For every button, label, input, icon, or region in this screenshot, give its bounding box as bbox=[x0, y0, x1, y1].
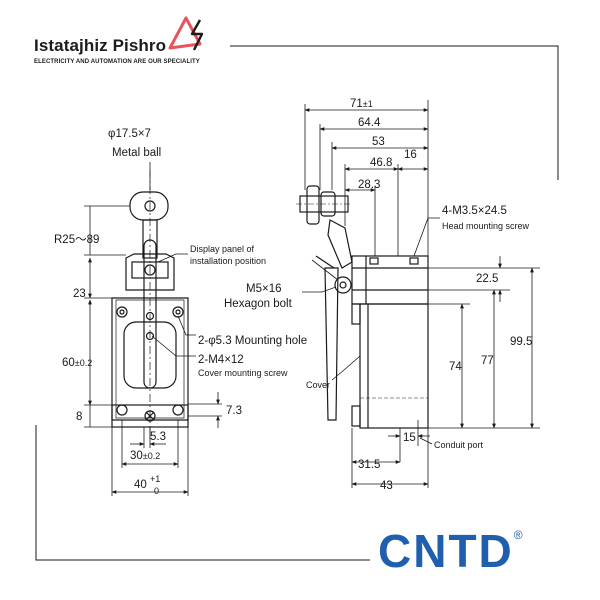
head-screw-sublabel: Head mounting screw bbox=[442, 221, 530, 231]
metal-ball-label: Metal ball bbox=[112, 147, 161, 159]
display-panel-label-2: installation position bbox=[190, 256, 266, 266]
head-screw-label: 4-M3.5×24.5 bbox=[442, 205, 507, 217]
front-view bbox=[111, 170, 189, 440]
cover-label: Cover bbox=[306, 380, 330, 390]
side-dimensions bbox=[302, 100, 540, 488]
hex-bolt-label-1: M5×16 bbox=[246, 283, 281, 295]
brand-name: Istatajhiz Pishro bbox=[34, 36, 167, 55]
manufacturer-name: CNTD bbox=[378, 525, 514, 577]
dim-15: 15 bbox=[403, 432, 416, 444]
dim-40: 40 bbox=[134, 479, 147, 491]
dim-23: 23 bbox=[73, 288, 86, 300]
dim-60-tol: ±0.2 bbox=[75, 358, 92, 368]
registered-mark: ® bbox=[513, 528, 523, 542]
dim-46-8: 46.8 bbox=[370, 157, 392, 169]
front-dimensions bbox=[84, 162, 222, 496]
dim-40-tol-upper: +1 bbox=[150, 474, 160, 484]
metal-ball-roller bbox=[129, 191, 169, 221]
dim-22-5: 22.5 bbox=[476, 273, 498, 285]
dim-28-3: 28.3 bbox=[358, 179, 380, 191]
brand-tagline: ELECTRICITY AND AUTOMATION ARE OUR SPECI… bbox=[34, 59, 200, 65]
hex-bolt-label-2: Hexagon bolt bbox=[224, 298, 293, 310]
dim-53: 53 bbox=[372, 136, 385, 148]
dim-8: 8 bbox=[76, 411, 82, 423]
ball-spec-label: φ17.5×7 bbox=[108, 128, 151, 140]
dim-60: 60±0.2 bbox=[62, 357, 92, 369]
dim-71: 71±1 bbox=[350, 98, 373, 110]
brand-logo-icon bbox=[168, 16, 204, 51]
dim-40-tol-lower: 0 bbox=[154, 486, 159, 496]
side-view bbox=[296, 185, 429, 429]
dim-74: 74 bbox=[449, 361, 462, 373]
dim-99-5: 99.5 bbox=[510, 336, 532, 348]
dim-5-3: 5.3 bbox=[150, 431, 166, 443]
cover-screw-sublabel: Cover mounting screw bbox=[198, 368, 288, 378]
dim-43: 43 bbox=[380, 480, 393, 492]
cover-screw-label: 2-M4×12 bbox=[198, 354, 244, 366]
brand-block: Istatajhiz Pishro ELECTRICITY AND AUTOMA… bbox=[34, 16, 204, 65]
dim-64-4: 64.4 bbox=[358, 117, 381, 129]
dim-31-5: 31.5 bbox=[358, 459, 380, 471]
dim-16: 16 bbox=[404, 149, 417, 161]
frame-lines bbox=[35, 45, 559, 561]
dim-7-3: 7.3 bbox=[226, 405, 242, 417]
conduit-port-label: Conduit port bbox=[434, 440, 484, 450]
mounting-hole-label: 2-φ5.3 Mounting hole bbox=[198, 335, 307, 347]
dim-77: 77 bbox=[481, 355, 494, 367]
dim-30: 30±0.2 bbox=[130, 450, 160, 462]
display-panel-label-1: Display panel of bbox=[190, 244, 255, 254]
radius-dimension: R25～89 bbox=[54, 234, 99, 246]
manufacturer-logo: CNTD® bbox=[378, 528, 523, 574]
dim-60-value: 60 bbox=[62, 357, 75, 369]
